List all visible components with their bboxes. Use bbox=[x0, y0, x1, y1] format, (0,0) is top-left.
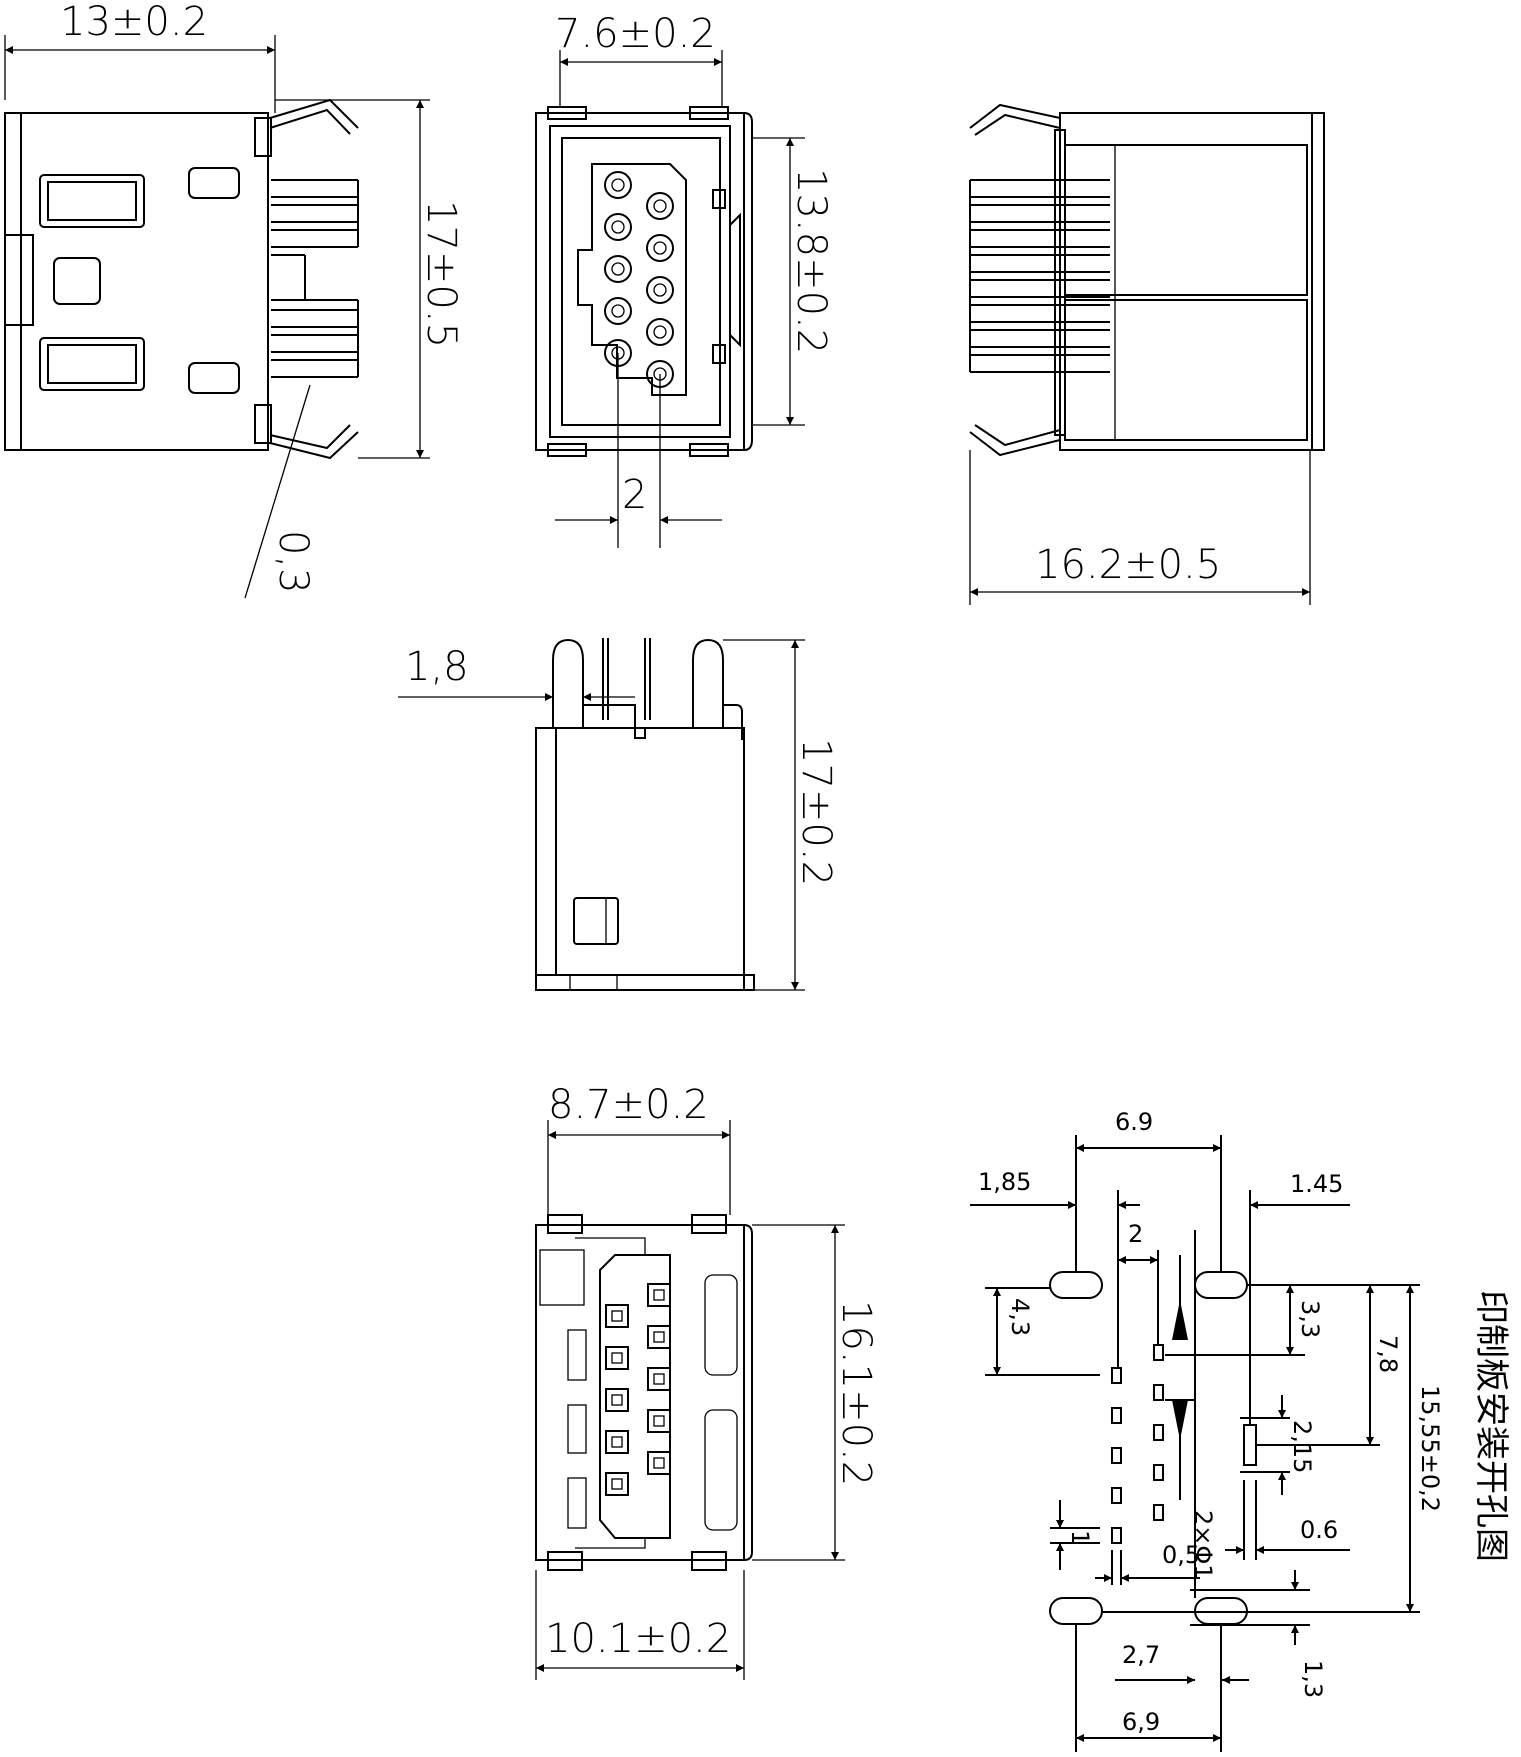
dim-face-pitch: 2 bbox=[622, 472, 647, 518]
dim-pcb-holes: 2×Φ1 bbox=[1189, 1510, 1217, 1580]
mount-hole-top-right bbox=[1194, 1271, 1248, 1299]
dim-pcb-left-offset: 1,85 bbox=[978, 1168, 1031, 1196]
dim-pcb-215: 2,15 bbox=[1288, 1420, 1316, 1473]
pad-column-left bbox=[1111, 1367, 1122, 1544]
contact-row-a bbox=[604, 171, 632, 367]
pcb-layout-caption: 印制板安装开孔图 bbox=[1471, 1290, 1511, 1562]
bottom-view: 8.7±0.2 16.1±0.2 10.1±0.2 bbox=[535, 1082, 879, 1680]
dim-face-height: 13.8±0.2 bbox=[788, 168, 834, 354]
contact-row-b bbox=[646, 192, 674, 388]
dim-pcb-13: 1,3 bbox=[1299, 1660, 1327, 1698]
dim-bottom-height: 16.1±0.2 bbox=[833, 1300, 879, 1486]
dim-pin-thickness: 0,3 bbox=[270, 530, 316, 594]
dim-pcb-1: 1 bbox=[1066, 1530, 1094, 1545]
dim-side-depth: 16.2±0.5 bbox=[1035, 542, 1221, 588]
mating-face-view: 7.6±0.2 13.8±0.2 2 bbox=[535, 11, 834, 548]
dim-face-width: 7.6±0.2 bbox=[555, 11, 716, 57]
dim-pcb-right-offset: 1.45 bbox=[1290, 1170, 1343, 1198]
dim-pcb-33: 3,3 bbox=[1296, 1300, 1324, 1338]
dim-pcb-27: 2,7 bbox=[1122, 1641, 1160, 1669]
pad-column-right bbox=[1153, 1344, 1164, 1521]
dim-front-height: 17±0.5 bbox=[418, 200, 464, 348]
dim-pcb-06: 0.6 bbox=[1300, 1516, 1338, 1544]
pcb-layout-view: 6.9 1,85 1.45 2 4,3 3,3 7,8 15,55±0,2 2,… bbox=[970, 1108, 1444, 1752]
dim-pcb-overall: 15,55±0,2 bbox=[1416, 1385, 1444, 1512]
dim-pcb-05: 0,5 bbox=[1162, 1541, 1200, 1569]
dim-side-offset: 1,8 bbox=[405, 644, 469, 690]
dim-pcb-span-bottom: 6,9 bbox=[1122, 1708, 1160, 1736]
dim-side-height: 17±0.2 bbox=[793, 738, 839, 886]
dim-front-width: 13±0.2 bbox=[60, 0, 208, 45]
dim-pcb-span-top: 6.9 bbox=[1115, 1108, 1153, 1136]
side-elevation-view: 1,8 17±0.2 bbox=[398, 638, 839, 991]
dim-bottom-base: 10.1±0.2 bbox=[545, 1616, 731, 1662]
front-view: 13±0.2 17±0.5 0,3 bbox=[4, 0, 464, 599]
mount-hole-top-left bbox=[1049, 1271, 1103, 1299]
dim-pcb-43: 4,3 bbox=[1006, 1298, 1034, 1336]
dim-bottom-width: 8.7±0.2 bbox=[548, 1082, 709, 1128]
dim-pcb-78: 7,8 bbox=[1374, 1335, 1402, 1373]
dim-pcb-pin-offset: 2 bbox=[1128, 1220, 1143, 1248]
mount-hole-bottom-left bbox=[1049, 1597, 1103, 1625]
top-side-view: 16.2±0.5 bbox=[969, 103, 1325, 605]
bottom-pads-left bbox=[605, 1304, 629, 1496]
bottom-pads-right bbox=[647, 1283, 671, 1475]
